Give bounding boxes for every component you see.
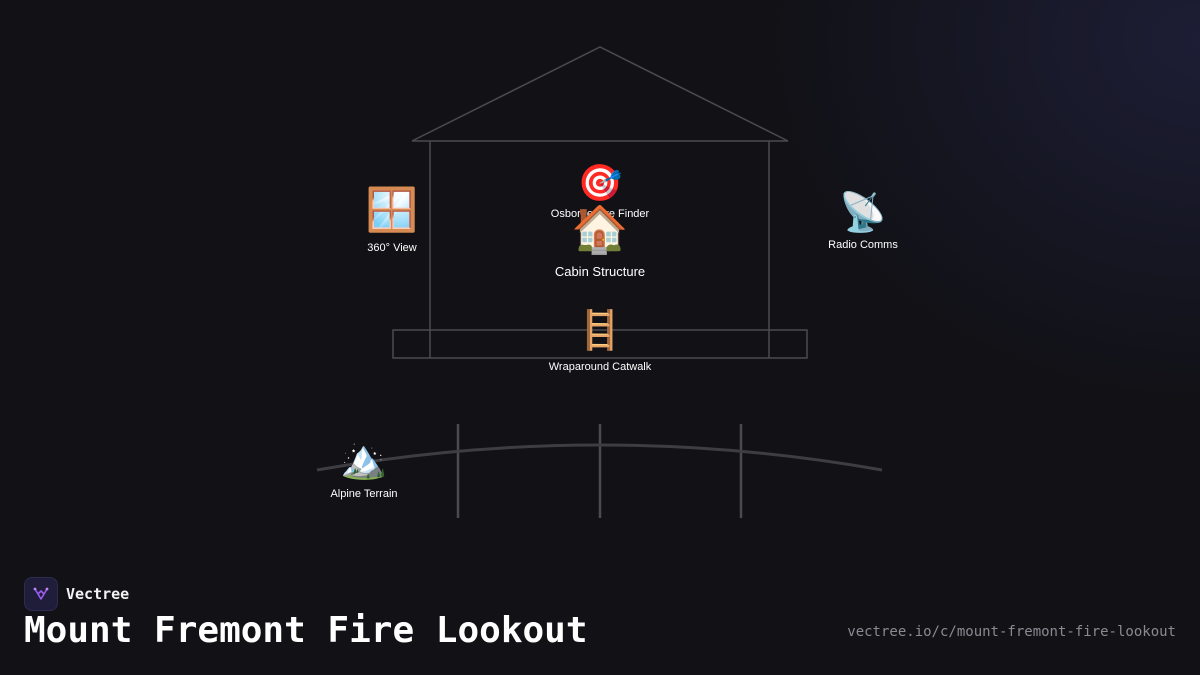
page-title: Mount Fremont Fire Lookout <box>24 610 588 651</box>
node-fire-finder: 🎯 Osborne Fire Finder <box>550 163 650 221</box>
node-radio: 📡 Radio Comms <box>828 193 898 251</box>
node-catwalk: 🪜 Wraparound Catwalk <box>549 311 652 373</box>
house-icon: 🏠 <box>571 202 629 256</box>
node-360-view: 🪟 360° View <box>365 185 419 255</box>
catwalk-label: Wraparound Catwalk <box>548 361 652 373</box>
fire-finder-label: Osborne Fire Finder <box>550 208 650 220</box>
node-alpine-terrain: 🏔️ Alpine Terrain <box>330 440 397 500</box>
vectree-logo-mark <box>33 587 49 600</box>
page-url[interactable]: vectree.io/c/mount-fremont-fire-lookout <box>847 624 1176 640</box>
catwalk-deck <box>392 329 808 359</box>
ground-line <box>316 443 883 472</box>
ladder-icon: 🪜 <box>576 308 624 352</box>
brand-name: Vectree <box>66 585 130 603</box>
radio-label: Radio Comms <box>828 239 898 251</box>
brand: Vectree <box>24 577 129 611</box>
terrain-label: Alpine Terrain <box>330 488 398 500</box>
node-cabin: 🏠 Cabin Structure <box>555 206 645 279</box>
target-icon: 🎯 <box>577 163 623 204</box>
mountain-icon: 🏔️ <box>340 437 388 481</box>
roof-outline <box>411 46 789 142</box>
vectree-logo-icon <box>24 577 58 611</box>
window-icon: 🪟 <box>365 185 419 234</box>
cabin-label: Cabin Structure <box>554 264 646 279</box>
view-label: 360° View <box>367 242 417 254</box>
satellite-dish-icon: 📡 <box>839 190 887 234</box>
